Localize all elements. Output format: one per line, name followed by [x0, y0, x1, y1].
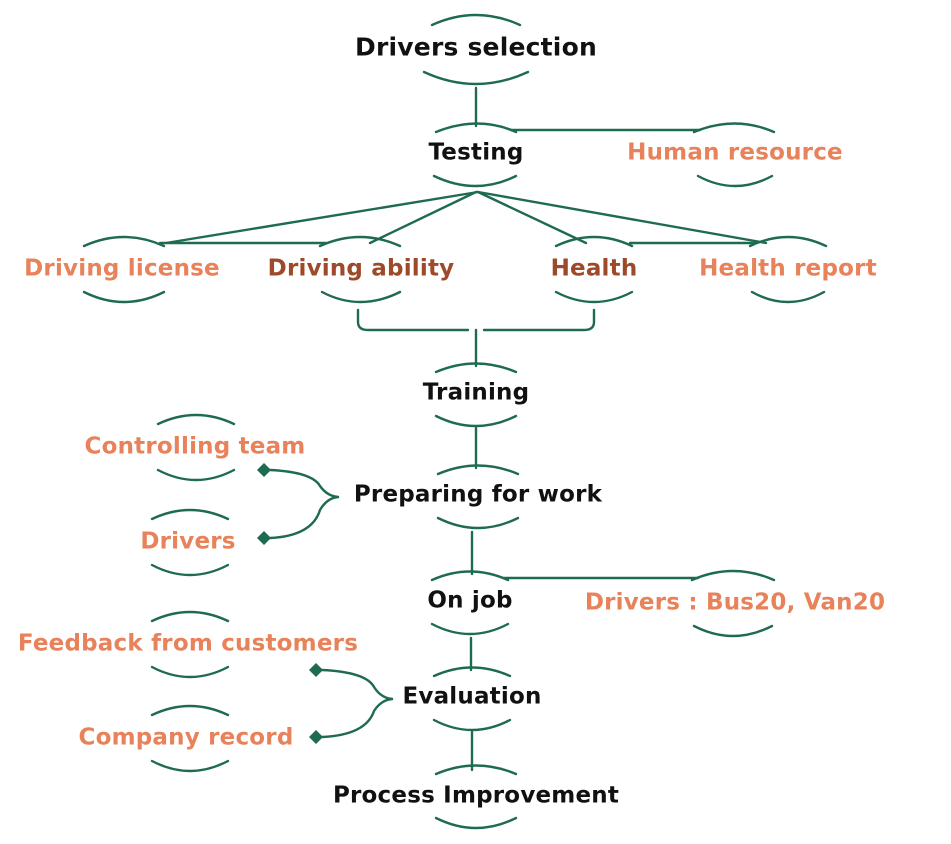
- arc-above-on-job: [430, 570, 510, 582]
- arc-above-drivers-selection: [430, 13, 522, 27]
- link-health-training: [482, 308, 596, 332]
- arc-below-drivers: [150, 563, 230, 577]
- arc-above-controlling-team: [156, 413, 236, 426]
- node-testing[interactable]: Testing: [428, 139, 524, 166]
- node-driving-ability[interactable]: Driving ability: [267, 255, 455, 282]
- node-evaluation[interactable]: Evaluation: [402, 683, 542, 710]
- arc-below-feedback-customers: [150, 665, 230, 679]
- node-training[interactable]: Training: [422, 379, 530, 406]
- link-testing-health: [476, 190, 588, 245]
- arc-below-human-resource: [696, 174, 774, 188]
- node-feedback-customers[interactable]: Feedback from customers: [17, 630, 359, 657]
- arc-above-drivers-vehicles: [690, 569, 776, 582]
- arc-above-driving-ability: [318, 235, 402, 248]
- arc-below-company-record: [150, 759, 230, 773]
- arc-above-health-report: [748, 235, 828, 248]
- arc-below-drivers-selection: [422, 70, 530, 86]
- node-process-improvement[interactable]: Process Improvement: [332, 782, 620, 809]
- node-driving-license[interactable]: Driving license: [24, 255, 220, 282]
- node-drivers[interactable]: Drivers: [140, 528, 236, 555]
- node-health-report[interactable]: Health report: [699, 255, 877, 282]
- arc-above-company-record: [150, 704, 230, 717]
- link-driving-ability-training: [356, 308, 470, 332]
- arc-below-training: [434, 414, 518, 428]
- arc-below-testing: [432, 174, 518, 188]
- node-drivers-selection[interactable]: Drivers selection: [355, 32, 597, 62]
- link-testing-health-report: [476, 190, 768, 245]
- link-drivers-preparing: [268, 495, 340, 540]
- connectors: [158, 86, 768, 772]
- node-on-job[interactable]: On job: [427, 587, 513, 614]
- node-company-record[interactable]: Company record: [78, 724, 294, 751]
- arc-below-controlling-team: [156, 468, 236, 482]
- arc-above-feedback-customers: [150, 610, 230, 623]
- node-drivers-vehicles[interactable]: Drivers : Bus20, Van20: [584, 589, 886, 616]
- diamond-marker-controlling-team: [257, 463, 271, 477]
- arc-below-evaluation: [432, 718, 512, 732]
- node-preparing-for-work[interactable]: Preparing for work: [353, 481, 603, 508]
- arc-above-preparing-for-work: [436, 464, 520, 476]
- arc-below-health: [554, 290, 634, 304]
- arc-below-driving-ability: [320, 290, 402, 304]
- link-feedback-evaluation: [320, 668, 394, 701]
- node-arcs: [82, 13, 828, 830]
- link-company-record-evaluation: [320, 697, 394, 739]
- link-testing-driving-license: [164, 190, 480, 245]
- link-testing-driving-ability: [368, 190, 478, 245]
- arc-below-process-improvement: [434, 816, 518, 830]
- arc-above-human-resource: [692, 122, 776, 134]
- diamond-marker-feedback-customers: [309, 663, 323, 677]
- arc-above-process-improvement: [434, 764, 518, 776]
- arc-below-drivers-vehicles: [692, 624, 774, 638]
- arc-below-health-report: [750, 290, 826, 304]
- arc-above-drivers: [150, 508, 230, 521]
- diamond-marker-company-record: [309, 730, 323, 744]
- node-controlling-team[interactable]: Controlling team: [84, 433, 306, 460]
- arc-above-health: [554, 235, 634, 248]
- node-health[interactable]: Health: [550, 255, 638, 282]
- node-human-resource[interactable]: Human resource: [627, 139, 843, 166]
- link-controlling-team-preparing: [268, 468, 340, 499]
- arc-below-driving-license: [82, 290, 166, 304]
- arc-below-on-job: [430, 622, 510, 636]
- diamond-marker-drivers: [257, 531, 271, 545]
- arc-below-preparing-for-work: [436, 516, 520, 530]
- arc-above-driving-license: [82, 235, 166, 248]
